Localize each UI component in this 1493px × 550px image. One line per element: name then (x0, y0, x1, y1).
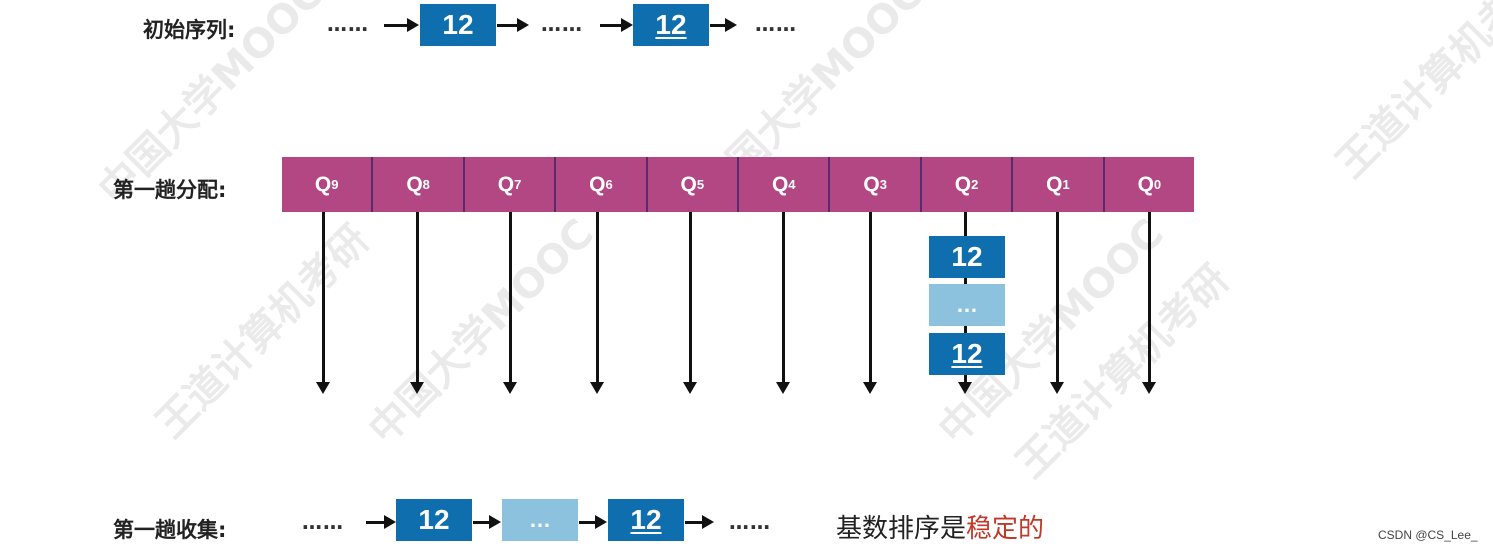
queue-arrow (776, 212, 790, 394)
ellipsis-box: … (502, 499, 578, 541)
q2-item-box-underlined: 12 (929, 333, 1005, 375)
q2-item-box: 12 (929, 236, 1005, 278)
watermark-wangdao: 王道计算机考研 (1327, 0, 1493, 188)
queue-arrow (503, 212, 517, 394)
value-box: 12 (396, 499, 472, 541)
queue-arrow (410, 212, 424, 394)
collection-label: 第一趟收集: (113, 518, 227, 542)
queue-arrow (863, 212, 877, 394)
arrow (710, 18, 737, 32)
arrow (384, 18, 419, 32)
ellipsis-dots: …… (302, 510, 344, 534)
arrow (600, 18, 633, 32)
watermark-wangdao: 王道计算机考研 (147, 216, 379, 448)
value-box-underlined: 12 (608, 499, 684, 541)
queue-arrow (1142, 212, 1156, 394)
ellipsis-dots: …… (755, 12, 797, 36)
arrow (579, 515, 607, 529)
ellipsis-dots: …… (541, 12, 583, 36)
credit-text: CSDN @CS_Lee_ (1378, 528, 1478, 542)
arrow (473, 515, 501, 529)
value-box: 12 (420, 4, 496, 46)
initial-sequence-label: 初始序列: (143, 18, 236, 42)
watermark-mooc: 中国大学MOOC (360, 210, 603, 454)
ellipsis-dots: …… (729, 510, 771, 534)
queue-arrow (1050, 212, 1064, 394)
queue-arrow (590, 212, 604, 394)
queue-arrow (316, 212, 330, 394)
conclusion-text: 基数排序是稳定的 (836, 508, 1044, 545)
ellipsis-dots: …… (327, 12, 369, 36)
arrow (497, 18, 529, 32)
distribution-label: 第一趟分配: (113, 178, 227, 202)
value-box-underlined: 12 (633, 4, 709, 46)
conclusion-part1: 基数排序是 (836, 514, 967, 544)
conclusion-stable: 稳定的 (966, 514, 1045, 544)
arrow (366, 515, 396, 529)
arrow (685, 515, 714, 529)
q2-ellipsis-box: … (929, 284, 1005, 326)
queue-arrow (683, 212, 697, 394)
